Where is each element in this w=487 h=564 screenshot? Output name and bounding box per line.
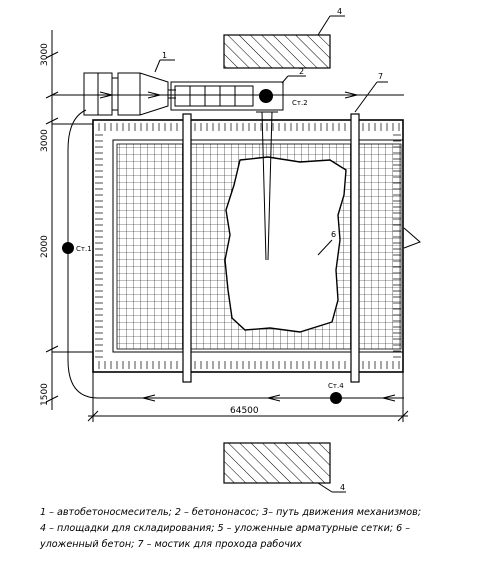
horizontal-dimension-line: [87, 372, 409, 422]
callout-6: 6: [331, 230, 336, 239]
worker-bridge-right: [350, 81, 388, 383]
dimension-2000: 2000: [40, 235, 50, 258]
station-2-label: Ст.2: [292, 99, 308, 107]
dimension-64500: 64500: [230, 406, 259, 416]
machinery-path-bottom: [98, 392, 404, 404]
storage-area-bottom: [223, 442, 346, 493]
dimension-3000-top: 3000: [40, 43, 50, 66]
machinery-path-top: [52, 91, 404, 99]
pump-boom: [256, 111, 278, 261]
callout-4-top: 4: [337, 7, 342, 16]
dimension-3000-mid: 3000: [40, 129, 50, 152]
vertical-dimension-line: [45, 30, 93, 410]
dimension-1500: 1500: [40, 383, 50, 406]
legend: 1 – автобетоносмеситель; 2 – бетононасос…: [40, 505, 485, 553]
callout-7: 7: [378, 72, 383, 81]
concrete-pump: [170, 75, 306, 111]
callout-2: 2: [299, 67, 304, 76]
construction-scheme: 4 4 1 2 Ст.2: [40, 7, 421, 493]
legend-line-3: уложенный бетон; 7 – мостик для прохода …: [40, 539, 302, 550]
station-4-label: Ст.4: [328, 382, 344, 390]
placed-concrete: [224, 156, 347, 333]
machinery-path-left: [62, 109, 99, 399]
callout-1: 1: [162, 51, 167, 60]
station-1-label: Ст.1: [76, 245, 92, 253]
legend-line-1: 1 – автобетоносмеситель; 2 – бетононасос…: [40, 507, 422, 518]
legend-line-2: 4 – площадки для складирования; 5 – улож…: [40, 523, 411, 534]
concrete-mixer-truck: [83, 59, 176, 116]
callout-6-leader: [317, 239, 333, 256]
storage-area-top: [223, 15, 345, 69]
right-edge-marker: [403, 227, 421, 249]
worker-bridge-left: [182, 113, 192, 383]
callout-4-bottom: 4: [340, 483, 345, 492]
